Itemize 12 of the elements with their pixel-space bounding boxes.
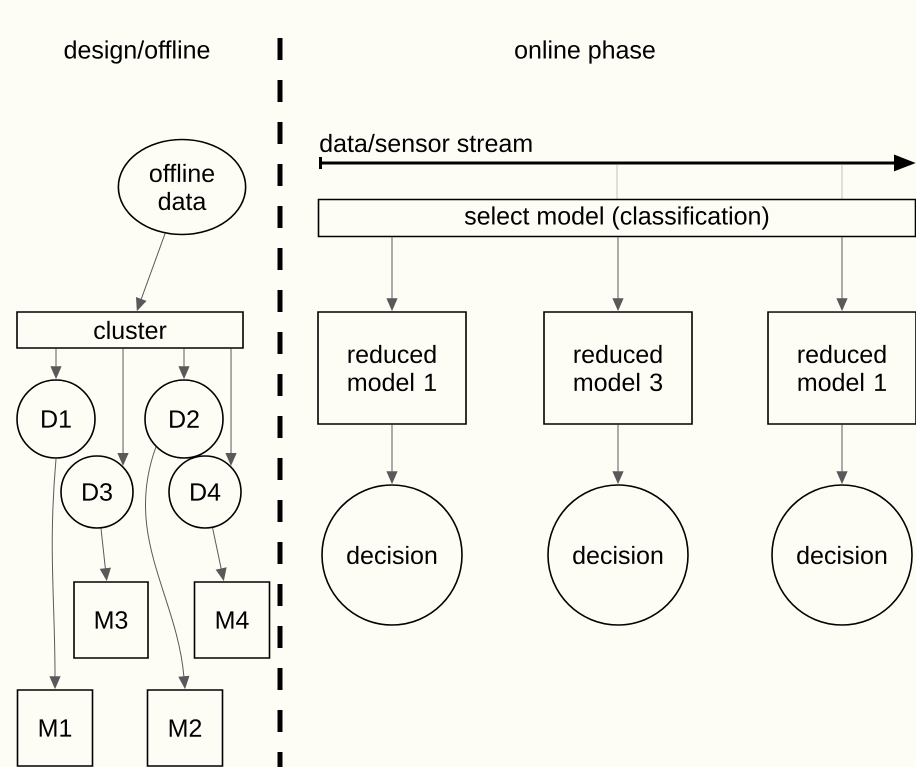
model-box: reduced model 3 (543, 311, 693, 425)
model-box: M2 (146, 689, 224, 767)
process-box: cluster (16, 311, 244, 349)
model-box: reduced model 1 (767, 311, 916, 425)
model-box: M1 (16, 689, 94, 767)
heading-label: data/sensor stream (320, 134, 532, 152)
model-box: reduced model 1 (317, 311, 467, 425)
model-box: M3 (73, 581, 149, 659)
heading-label: online phase (515, 40, 655, 64)
process-box: select model (classification) (318, 198, 916, 238)
model-box: M4 (194, 581, 270, 659)
heading-label: design/offline (64, 40, 210, 64)
